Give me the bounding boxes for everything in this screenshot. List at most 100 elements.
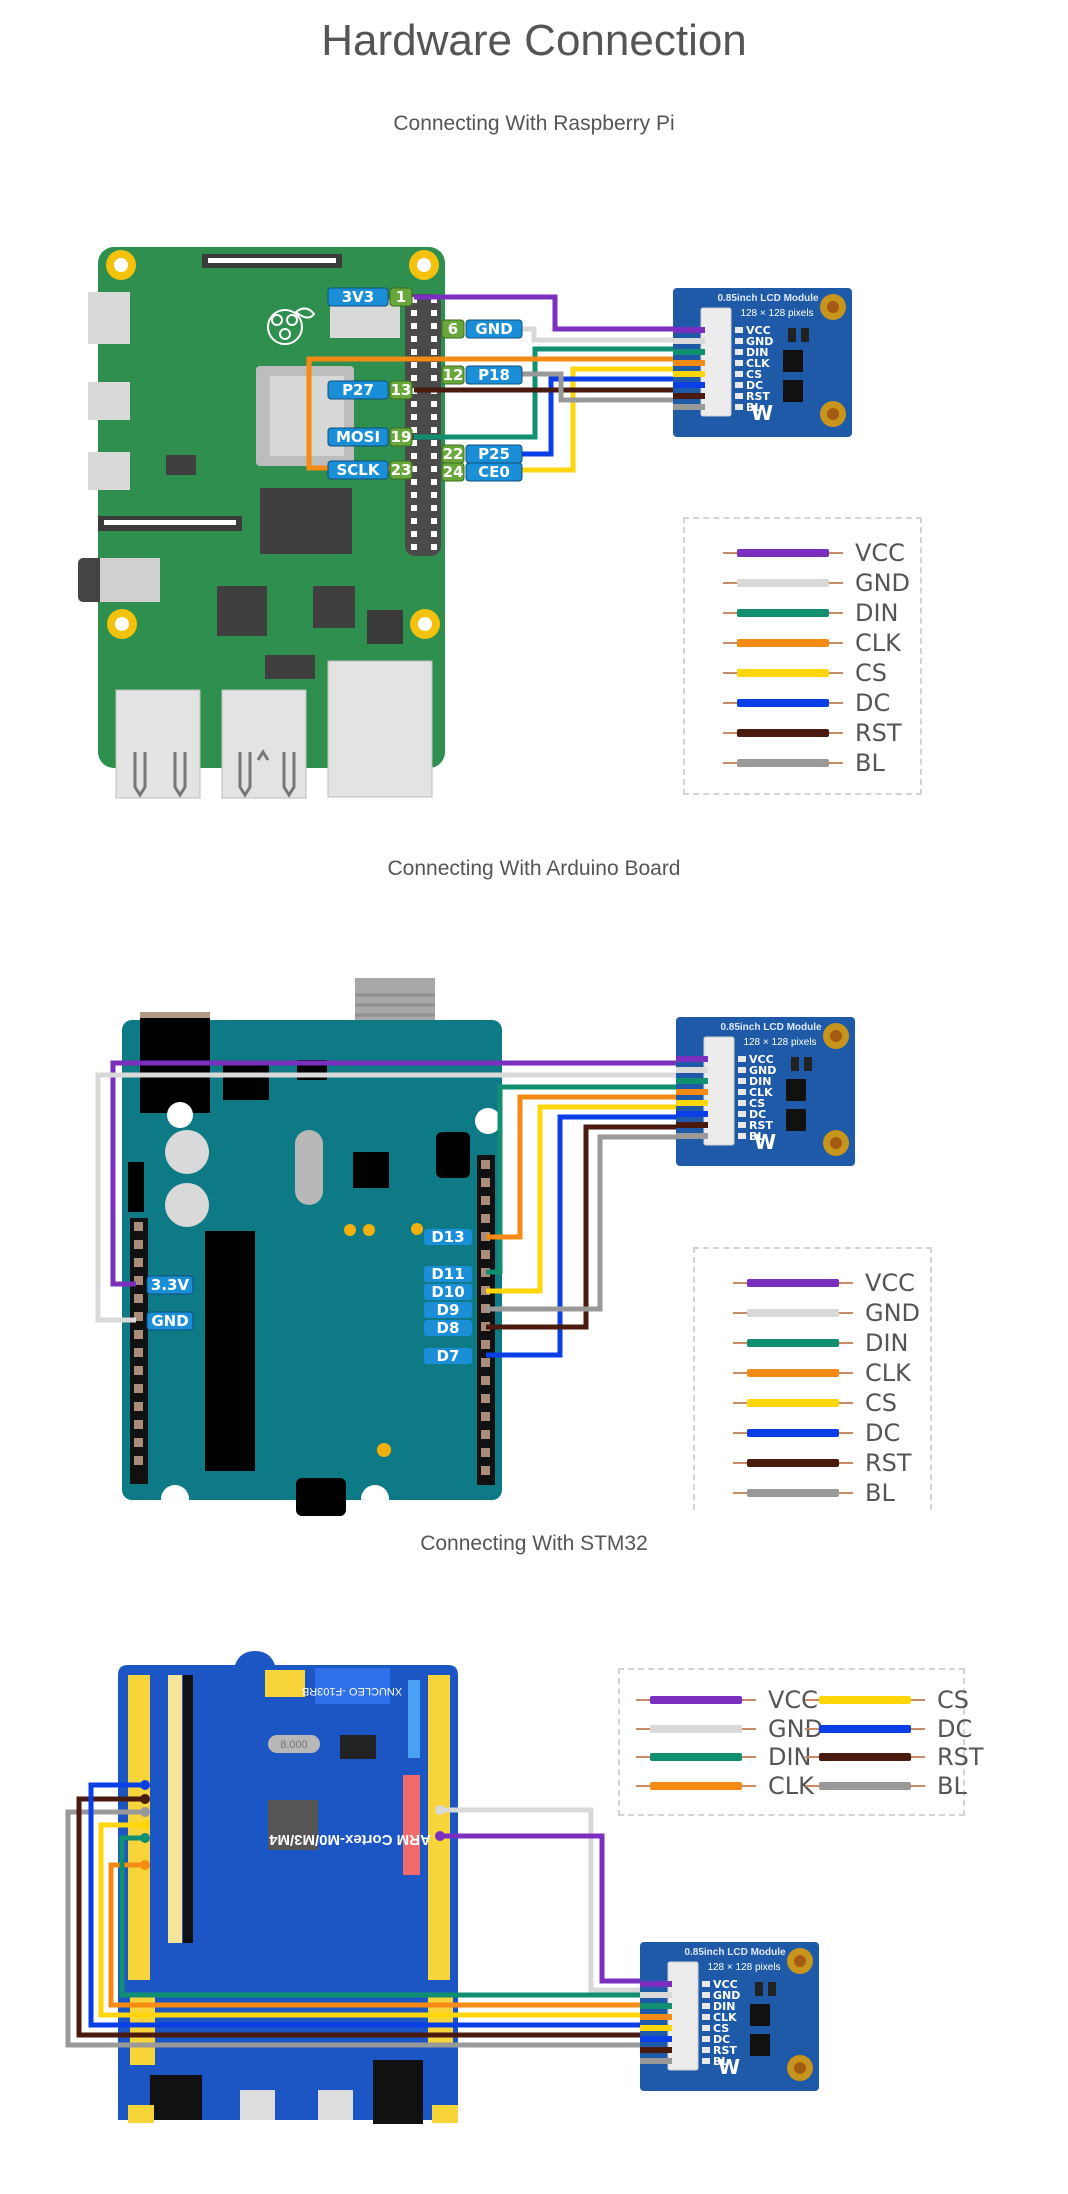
header-pin bbox=[431, 323, 437, 329]
wire-end-rst bbox=[676, 1122, 708, 1128]
svg-text:12: 12 bbox=[443, 366, 464, 384]
header-pin bbox=[134, 1258, 143, 1267]
header-pin bbox=[431, 349, 437, 355]
header-pin bbox=[481, 1232, 490, 1241]
svg-text:22: 22 bbox=[443, 445, 464, 463]
lcd-pin-label: GND bbox=[746, 335, 773, 348]
wire-gnd bbox=[95, 1072, 682, 1323]
pin-label-ce0: 24 CE0 bbox=[441, 462, 523, 482]
svg-text:1: 1 bbox=[396, 288, 406, 306]
pin-label-p25: 22 P25 bbox=[441, 444, 523, 464]
header-pin bbox=[431, 336, 437, 342]
wire-end-rst bbox=[640, 2047, 672, 2053]
legend-label: VCC bbox=[865, 1269, 915, 1297]
legend-item-rst: RST bbox=[723, 719, 902, 747]
header-pin bbox=[411, 375, 417, 381]
header-pin bbox=[431, 479, 437, 485]
header-pin bbox=[134, 1312, 143, 1321]
legend-wire-swatch bbox=[747, 1459, 839, 1467]
stm32-wire-ends bbox=[140, 1780, 445, 1870]
page-title: Hardware Connection bbox=[321, 16, 747, 65]
header-pin bbox=[411, 544, 417, 550]
legend-wire-swatch bbox=[737, 759, 829, 767]
header-pin bbox=[411, 505, 417, 511]
header-pin bbox=[431, 414, 437, 420]
svg-text:D13: D13 bbox=[431, 1228, 464, 1246]
svg-text:D11: D11 bbox=[431, 1265, 464, 1283]
header-pin bbox=[431, 453, 437, 459]
header-pin bbox=[134, 1240, 143, 1249]
section-heading-raspberry-pi: Connecting With Raspberry Pi bbox=[393, 112, 675, 135]
legend-wire-swatch bbox=[650, 1753, 742, 1761]
svg-text:19: 19 bbox=[391, 428, 412, 446]
svg-text:6: 6 bbox=[448, 320, 458, 338]
legend-item-gnd: GND bbox=[733, 1299, 920, 1327]
wire-rst bbox=[486, 1124, 682, 1330]
legend-item-cs: CS bbox=[723, 659, 887, 687]
header-pin bbox=[411, 349, 417, 355]
header-pin bbox=[431, 310, 437, 316]
wire-end-dc bbox=[676, 1111, 708, 1117]
lcd-pin-label: CS bbox=[749, 1097, 765, 1110]
lcd-pin-label: DIN bbox=[749, 1075, 771, 1088]
header-pin bbox=[481, 1250, 490, 1259]
legend-item-din: DIN bbox=[636, 1743, 812, 1771]
legend-label: CLK bbox=[865, 1359, 911, 1387]
legend-wire-swatch bbox=[737, 669, 829, 677]
legend-label: VCC bbox=[855, 539, 905, 567]
svg-text:D7: D7 bbox=[437, 1347, 460, 1365]
header-pin bbox=[411, 492, 417, 498]
legend-wire-swatch bbox=[747, 1279, 839, 1287]
legend-item-cs: CS bbox=[733, 1389, 897, 1417]
rpi-pin-labels: 3V3 1 6 GND 12 P18 P27 13 MOSI 19 22 P25… bbox=[327, 287, 523, 482]
legend-label: BL bbox=[937, 1771, 967, 1800]
wire-dc bbox=[486, 1114, 682, 1358]
pin-label-3v3: 3V3 1 bbox=[327, 287, 413, 307]
svg-text:D10: D10 bbox=[431, 1283, 464, 1301]
header-pin bbox=[134, 1438, 143, 1447]
header-pin bbox=[411, 310, 417, 316]
wire-end-dc bbox=[673, 382, 705, 388]
legend-wire-swatch bbox=[737, 609, 829, 617]
header-pin bbox=[134, 1222, 143, 1231]
wire-end-din bbox=[640, 2003, 672, 2009]
wire-din bbox=[414, 346, 680, 440]
header-pin bbox=[411, 427, 417, 433]
legend-label: DC bbox=[865, 1419, 901, 1447]
lcd-pin-label: BL bbox=[746, 401, 761, 414]
pin-label-3v3: 3.3V bbox=[146, 1275, 194, 1295]
wire-end-cs bbox=[673, 371, 705, 377]
header-pin bbox=[431, 297, 437, 303]
lcd-pin-label: BL bbox=[713, 2055, 728, 2068]
legend-wire-swatch bbox=[737, 549, 829, 557]
lcd-resolution: 128 × 128 pixels bbox=[707, 1962, 780, 1973]
lcd-resolution: 128 × 128 pixels bbox=[740, 308, 813, 319]
wire-end-vcc bbox=[640, 1981, 672, 1987]
header-pin bbox=[481, 1448, 490, 1457]
legend-label: RST bbox=[865, 1449, 912, 1477]
lcd-title: 0.85inch LCD Module bbox=[684, 1947, 786, 1958]
legend-label: RST bbox=[937, 1743, 984, 1771]
pin-label-gnd: 6 GND bbox=[441, 319, 523, 339]
legend-item-gnd: GND bbox=[723, 569, 910, 597]
lcd-pin-label: RST bbox=[746, 390, 770, 403]
lcd-pin-label: DC bbox=[746, 379, 763, 392]
raspberry-pi-board bbox=[78, 247, 445, 799]
svg-text:3.3V: 3.3V bbox=[151, 1276, 190, 1294]
legend-wire-swatch bbox=[747, 1429, 839, 1437]
header-pin bbox=[134, 1456, 143, 1465]
lcd-pin-label: DIN bbox=[713, 2000, 735, 2013]
header-pin bbox=[481, 1286, 490, 1295]
wire-end-rst bbox=[673, 393, 705, 399]
legend-item-cs: CS bbox=[805, 1686, 969, 1714]
svg-text:MOSI: MOSI bbox=[336, 428, 380, 446]
legend-wire-swatch bbox=[747, 1399, 839, 1407]
svg-text:P27: P27 bbox=[342, 381, 374, 399]
legend-item-clk: CLK bbox=[733, 1359, 911, 1387]
arduino-left-header-pins bbox=[134, 1222, 143, 1465]
header-pin bbox=[411, 479, 417, 485]
legend-wire-swatch bbox=[737, 639, 829, 647]
svg-text:SCLK: SCLK bbox=[337, 461, 381, 479]
